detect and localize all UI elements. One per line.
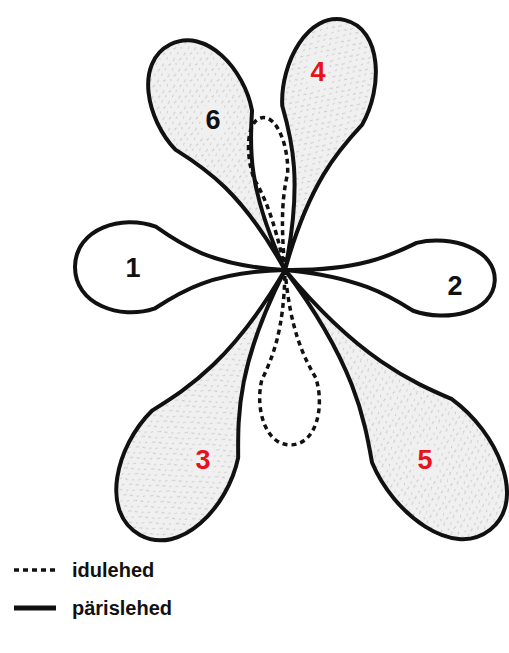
legend-label: pärislehed (72, 597, 172, 620)
legend-sample (12, 602, 58, 614)
callout-number: 6 (202, 106, 223, 135)
true-leaf (241, 10, 389, 281)
cotyledon (243, 115, 303, 273)
callout-number: 1 (122, 254, 143, 283)
legend-sample (12, 564, 58, 576)
callout-number: 3 (192, 446, 213, 475)
callout-number: 5 (414, 446, 435, 475)
legend-line (14, 606, 56, 611)
true-leaf (74, 221, 286, 315)
legend-label: idulehed (72, 559, 154, 582)
callout-number: 4 (307, 58, 328, 87)
true-leaf (92, 244, 332, 561)
cotyledon (255, 269, 321, 446)
legend-line (14, 568, 56, 572)
true-leaf (241, 235, 509, 564)
callout-number: 2 (444, 272, 465, 301)
legend-entry: pärislehed (12, 594, 172, 622)
legend-entry: idulehed (12, 556, 154, 584)
